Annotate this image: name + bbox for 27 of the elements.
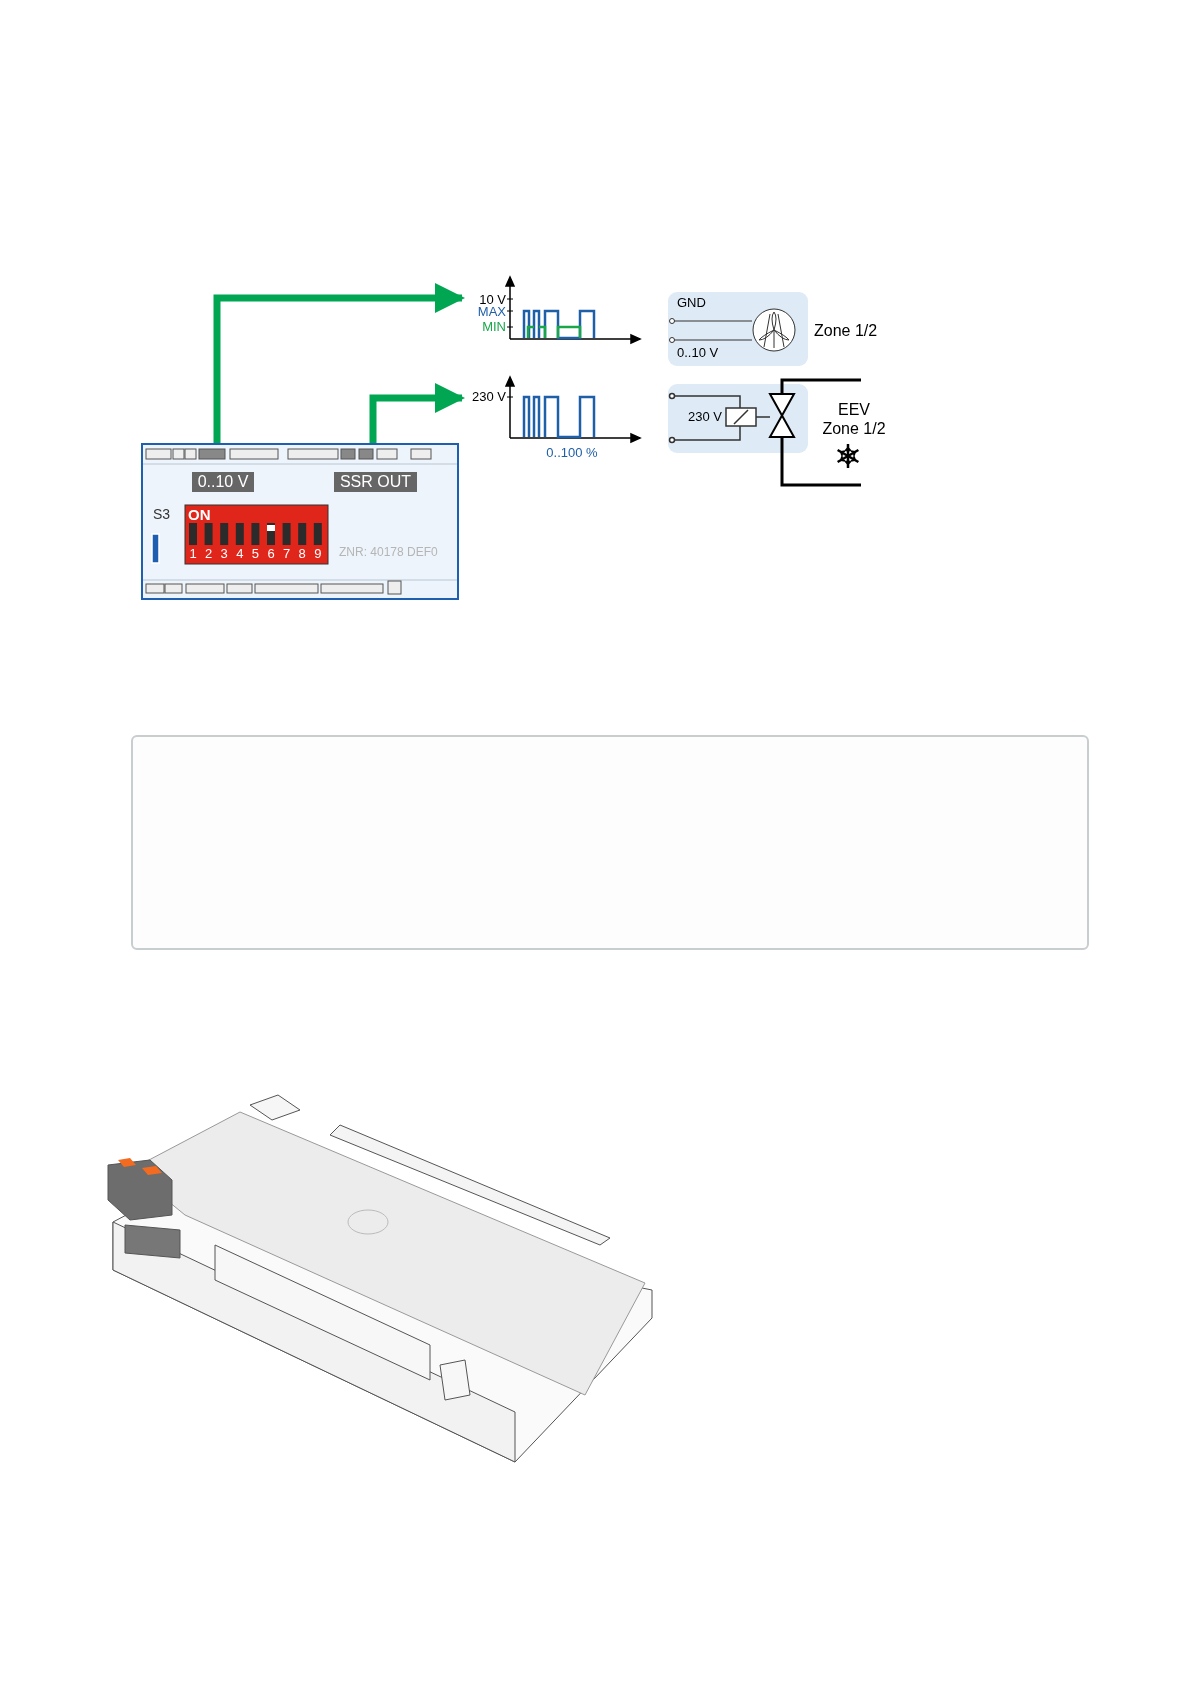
arrow (369, 383, 465, 443)
switch-number: 7 (282, 547, 291, 560)
switch-number: 8 (298, 547, 307, 560)
switch-number: 3 (220, 547, 229, 560)
switch-number: 1 (189, 547, 197, 560)
axis-label: MIN (481, 320, 506, 333)
terminal-label: GND (677, 296, 706, 309)
voltage-label: 230 V (687, 410, 722, 423)
zone-label: Zone 1/2 (814, 323, 878, 339)
switch-number: 5 (251, 547, 260, 560)
axis-label: 230 V (471, 390, 506, 403)
switch-state-label: ON (188, 507, 211, 522)
port-label: 0..10 V (192, 472, 254, 492)
switch-number: 9 (313, 547, 322, 560)
arrow (213, 283, 465, 443)
axis-label: MAX (476, 305, 506, 318)
switch-label: S3 (153, 507, 171, 521)
switch-number: 2 (204, 547, 213, 560)
part-number-label: ZNR: 40178 DEF0 (339, 546, 438, 558)
axis-label: 0..100 % (545, 446, 599, 459)
switch-number: 4 (235, 547, 244, 560)
axis-label: 10 V (478, 293, 506, 306)
switch-number: 6 (267, 547, 275, 560)
controller-board (141, 443, 459, 600)
terminal-label: 0..10 V (677, 346, 719, 359)
port-label: SSR OUT (334, 472, 417, 492)
zone-label: EEV Zone 1/2 (821, 400, 887, 438)
